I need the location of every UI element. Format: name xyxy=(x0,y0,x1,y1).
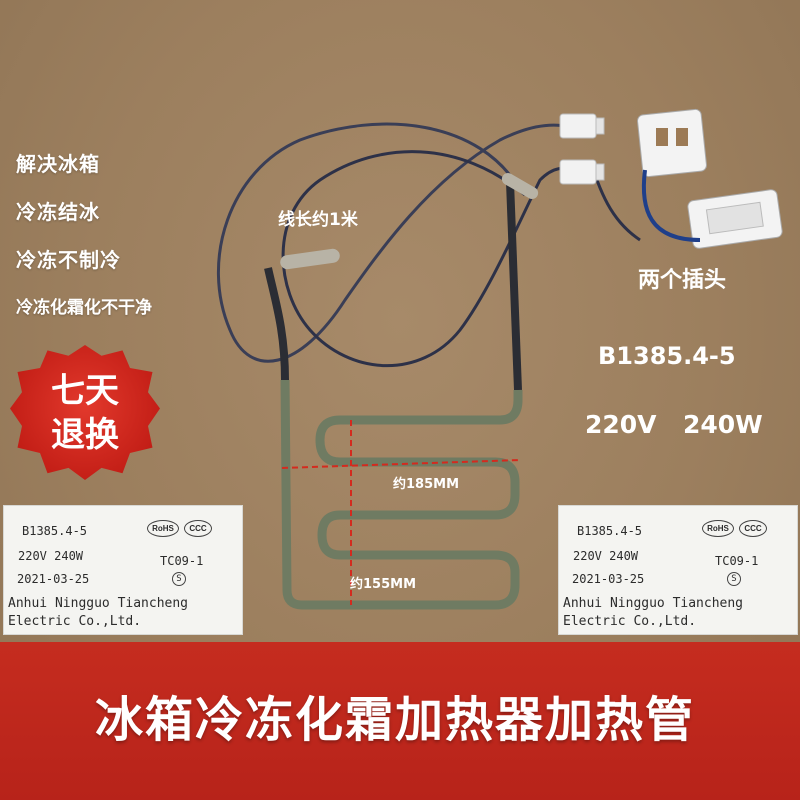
label-code: TC09-1 xyxy=(160,554,204,568)
product-label-right: B1385.4-5 RoHS CCC 220V 240W TC09-1 2021… xyxy=(558,505,798,635)
label-model: B1385.4-5 xyxy=(577,524,643,538)
model-number: B1385.4-5 xyxy=(598,342,736,370)
rohs-mark: RoHS xyxy=(147,520,179,537)
right-sheath xyxy=(506,181,522,391)
left-sheath xyxy=(264,267,289,381)
plugs-label: 两个插头 xyxy=(638,268,727,293)
ccc-mark: CCC xyxy=(739,520,767,537)
label-voltage-power: 220V 240W xyxy=(18,549,84,563)
rohs-mark: RoHS xyxy=(702,520,734,537)
label-voltage-power: 220V 240W xyxy=(573,549,639,563)
label-model: B1385.4-5 xyxy=(22,524,88,538)
product-label-left: B1385.4-5 RoHS CCC 220V 240W TC09-1 2021… xyxy=(3,505,243,635)
small-connector-2 xyxy=(559,159,605,185)
badge-line-2: 退换 xyxy=(51,414,119,455)
large-connector-bottom xyxy=(687,189,783,249)
feature-1: 解决冰箱 xyxy=(16,152,100,176)
power-wire xyxy=(216,122,581,363)
dimension-height: 约185MM xyxy=(393,477,460,492)
connector-leads xyxy=(641,169,701,242)
label-maker-line-1: Anhui Ningguo Tiancheng xyxy=(8,596,189,611)
product-title: 冰箱冷冻化霜加热器加热管 xyxy=(95,692,696,748)
label-date: 2021-03-25 xyxy=(572,572,645,586)
badge-line-1: 七天 xyxy=(51,370,119,411)
label-mark: S xyxy=(172,572,186,586)
feature-3: 冷冻不制冷 xyxy=(16,248,121,272)
ccc-mark: CCC xyxy=(184,520,212,537)
spec-power: 240W xyxy=(683,410,763,439)
dimension-width: 约155MM xyxy=(350,577,417,592)
label-maker-line-2: Electric Co.,Ltd. xyxy=(563,614,697,629)
feature-4: 冷冻化霜化不干净 xyxy=(16,298,152,318)
right-sleeve xyxy=(501,173,539,199)
wire-length-label: 线长约1米 xyxy=(278,210,358,230)
label-date: 2021-03-25 xyxy=(17,572,90,586)
label-maker-line-1: Anhui Ningguo Tiancheng xyxy=(563,596,744,611)
small-connector-1 xyxy=(559,113,605,139)
large-connector-top xyxy=(637,108,707,178)
feature-2: 冷冻结冰 xyxy=(16,200,100,224)
left-sleeve xyxy=(280,248,340,270)
label-maker-line-2: Electric Co.,Ltd. xyxy=(8,614,142,629)
heater-tube xyxy=(280,379,523,610)
label-code: TC09-1 xyxy=(715,554,759,568)
spec-voltage: 220V xyxy=(585,410,657,439)
footer-banner xyxy=(0,642,800,800)
label-mark: S xyxy=(727,572,741,586)
